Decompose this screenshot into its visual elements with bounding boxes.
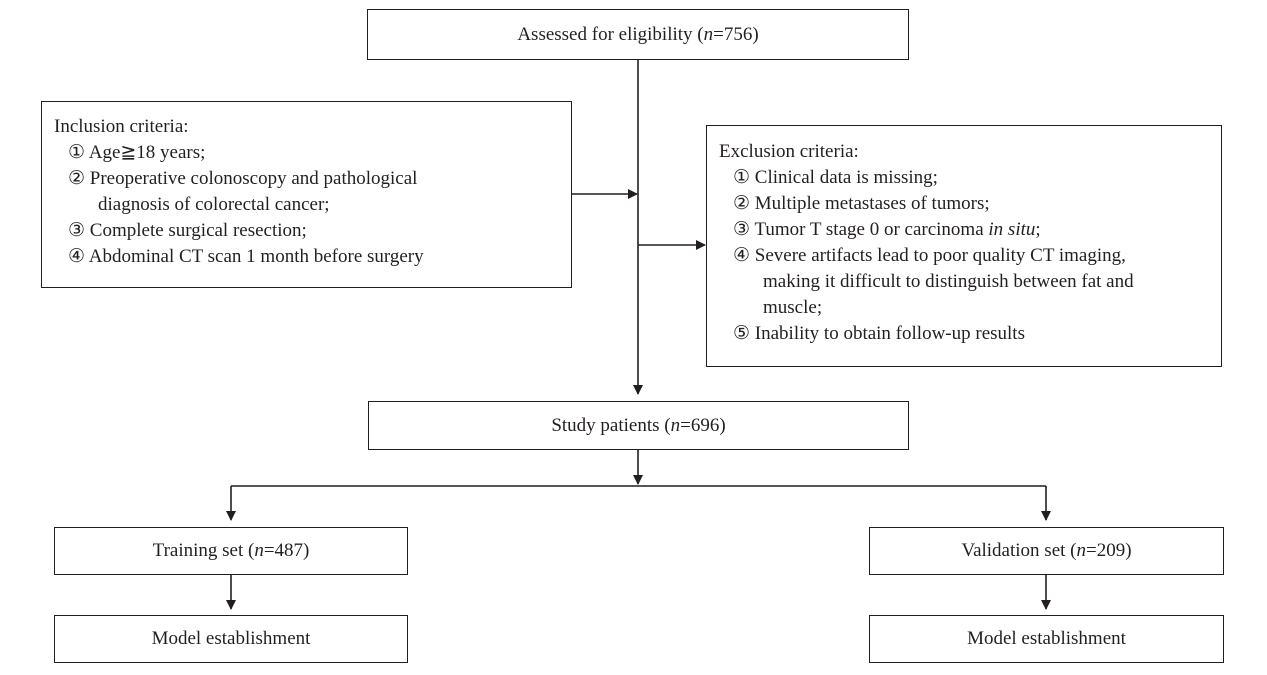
model-establishment-left-box: Model establishment <box>54 615 408 663</box>
exclusion-item-4-continued-2: muscle; <box>763 297 823 318</box>
inclusion-item-3: ③ Complete surgical resection; <box>68 220 307 241</box>
exclusion-item-2: ② Multiple metastases of tumors; <box>733 193 990 214</box>
exclusion-criteria-box: Exclusion criteria: ① Clinical data is m… <box>706 125 1222 367</box>
training-set-box: Training set (n=487) <box>54 527 408 575</box>
inclusion-item-4: ④ Abdominal CT scan 1 month before surge… <box>68 246 424 267</box>
exclusion-item-4: ④ Severe artifacts lead to poor quality … <box>733 245 1126 266</box>
training-set-label: Training set (n=487) <box>152 540 310 561</box>
study-patients-label: Study patients (n=696) <box>551 414 726 436</box>
inclusion-item-1: ① Age≧18 years; <box>68 142 206 163</box>
exclusion-heading: Exclusion criteria: <box>719 141 859 162</box>
exclusion-item-1: ① Clinical data is missing; <box>733 167 938 188</box>
inclusion-item-2: ② Preoperative colonoscopy and pathologi… <box>68 168 418 189</box>
study-patients-box: Study patients (n=696) <box>368 401 909 450</box>
model-establishment-right-label: Model establishment <box>967 628 1126 649</box>
validation-set-label: Validation set (n=209) <box>961 540 1132 561</box>
inclusion-heading: Inclusion criteria: <box>54 116 189 137</box>
inclusion-item-2-continued: diagnosis of colorectal cancer; <box>98 194 330 215</box>
exclusion-item-4-continued-1: making it difficult to distinguish betwe… <box>763 271 1134 292</box>
assessed-box: Assessed for eligibility (n=756) <box>367 9 909 60</box>
inclusion-criteria-box: Inclusion criteria: ① Age≧18 years; ② Pr… <box>41 101 572 288</box>
validation-set-box: Validation set (n=209) <box>869 527 1224 575</box>
exclusion-item-5: ⑤ Inability to obtain follow-up results <box>733 323 1025 344</box>
assessed-label: Assessed for eligibility (n=756) <box>517 23 759 45</box>
exclusion-item-3: ③ Tumor T stage 0 or carcinoma in situ; <box>733 219 1041 240</box>
model-establishment-right-box: Model establishment <box>869 615 1224 663</box>
model-establishment-left-label: Model establishment <box>151 628 311 649</box>
